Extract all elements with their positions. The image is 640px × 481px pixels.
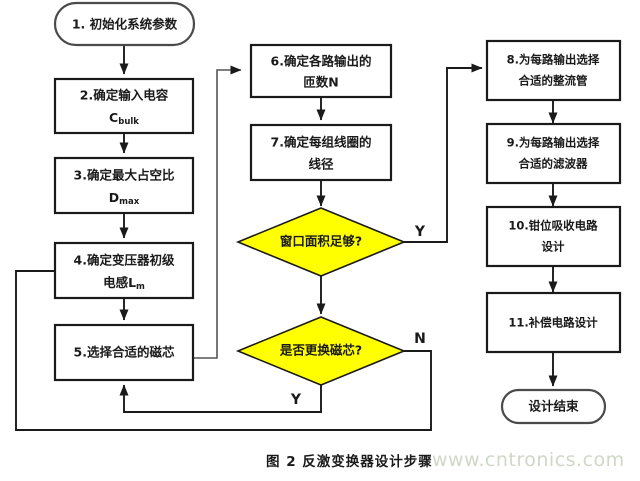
node-step5-line1: 5.选择合适的磁芯: [74, 345, 175, 360]
connector-decision2-no-to-step4: [15, 266, 432, 431]
node-decision1-label: 窗口面积足够?: [280, 234, 362, 249]
connector-decision1-yes-to-step8: [404, 63, 483, 243]
node-step7-line2: 线径: [308, 157, 334, 172]
node-start[interactable]: 1. 初始化系统参数: [53, 1, 196, 47]
node-step4[interactable]: 4.确定变压器初级 电感Lm: [53, 241, 195, 300]
branch-label-decision1-yes: Y: [414, 224, 426, 240]
node-step11[interactable]: 11.补偿电路设计: [485, 291, 622, 354]
branch-label-decision2-yes: Y: [290, 392, 302, 408]
node-step11-line1: 11.补偿电路设计: [508, 316, 598, 330]
figure-caption: 图 2 反激变换器设计步骤: [266, 453, 433, 470]
node-step2-line1: 2.确定输入电容: [80, 88, 169, 103]
branch-label-decision2-no: N: [414, 331, 426, 347]
node-step6-line1: 6.确定各路输出的: [271, 54, 372, 69]
node-step10[interactable]: 10.钳位吸收电路 设计: [485, 205, 622, 268]
connector-step5-to-step6: [193, 65, 242, 359]
node-step8-line2: 合适的整流管: [519, 74, 588, 88]
node-end[interactable]: 设计结束: [500, 388, 607, 425]
node-step3-line1: 3.确定最大占空比: [74, 168, 175, 183]
node-step4-line1: 4.确定变压器初级: [74, 253, 175, 268]
node-step9-line2: 合适的滤波器: [519, 157, 588, 171]
node-step10-line2: 设计: [542, 240, 565, 254]
node-start-label: 1. 初始化系统参数: [72, 17, 178, 32]
node-step3[interactable]: 3.确定最大占空比 Dmax: [53, 156, 195, 215]
node-step8[interactable]: 8.为每路输出选择 合适的整流管: [485, 39, 622, 102]
node-decision2-label: 是否更换磁芯?: [279, 343, 362, 358]
connector-decision2-yes-to-step5: [119, 384, 322, 413]
node-step10-line1: 10.钳位吸收电路: [508, 219, 598, 233]
node-step9-line1: 9.为每路输出选择: [507, 136, 600, 150]
node-decision1[interactable]: 窗口面积足够?: [235, 207, 407, 277]
node-step5[interactable]: 5.选择合适的磁芯: [53, 323, 195, 382]
node-step4-line2: 电感Lm: [103, 275, 145, 292]
node-end-label: 设计结束: [528, 399, 579, 414]
node-step6[interactable]: 6.确定各路输出的 匝数N: [249, 43, 393, 99]
node-step9[interactable]: 9.为每路输出选择 合适的滤波器: [485, 122, 622, 185]
watermark-label: www.cntronics.com: [432, 449, 625, 471]
node-step2-line2: Cbulk: [109, 110, 139, 127]
node-decision2[interactable]: 是否更换磁芯?: [235, 316, 407, 386]
node-step2[interactable]: 2.确定输入电容 Cbulk: [53, 77, 195, 135]
node-step8-line1: 8.为每路输出选择: [507, 53, 600, 67]
node-step3-line2: Dmax: [109, 190, 140, 207]
node-step6-line2: 匝数N: [303, 75, 338, 90]
node-step7-line1: 7.确定每组线圈的: [271, 135, 372, 150]
node-step7[interactable]: 7.确定每组线圈的 线径: [249, 123, 393, 182]
